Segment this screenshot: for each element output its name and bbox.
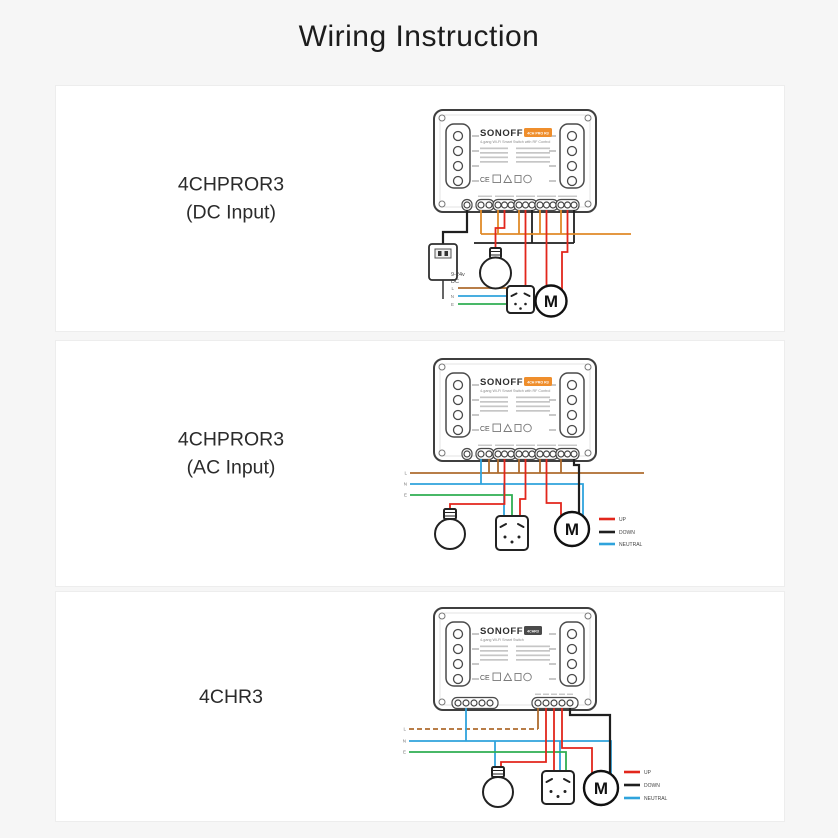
earth-label: E	[451, 302, 454, 307]
black-down-wires	[572, 459, 581, 513]
right-button-panel	[549, 621, 585, 687]
neutral-label: N	[451, 294, 454, 299]
corner-screws	[438, 114, 592, 208]
live-brown-wires	[410, 459, 644, 474]
model-badge-text: 4CHR3	[527, 629, 539, 633]
model-label-dc: 4CHPROR3 (DC Input)	[96, 170, 366, 227]
corner-screws	[438, 363, 592, 457]
motor: M	[553, 510, 591, 548]
motor: M	[582, 769, 620, 807]
svg-text:CE: CE	[480, 177, 490, 184]
wiring-diagram-4chr3: SONOFF 4CHR3 4-gang Wi-Fi Smart Switch C…	[403, 607, 668, 808]
earth-label: E	[404, 493, 407, 498]
device-4chpror3: SONOFF 4CH PRO R3 4-gang Wi-Fi Smart Swi…	[433, 109, 597, 213]
lne-labels: L N E	[404, 471, 408, 498]
adapter-dc-label: DC	[451, 279, 459, 285]
legend-down-label: DOWN	[619, 530, 635, 536]
motor-label: M	[544, 292, 558, 311]
neutral-label: N	[403, 739, 406, 744]
model-name: 4CHPROR3	[177, 173, 285, 196]
wire-legend: UP DOWN NEUTRAL	[599, 517, 643, 548]
neutral-blue-wires	[409, 708, 612, 775]
legend-neutral-label: NEUTRAL	[619, 542, 643, 548]
brand-text: SONOFF	[480, 377, 523, 388]
terminal-strip	[461, 444, 580, 461]
motor: M	[534, 284, 568, 318]
model-badge	[524, 377, 552, 386]
motor-label: M	[565, 520, 579, 539]
live-label: L	[404, 471, 407, 476]
model-badge-text: 4CH PRO R3	[527, 131, 549, 135]
right-button-panel	[549, 123, 585, 189]
terminal-strip	[451, 693, 579, 710]
light-bulb	[434, 508, 466, 550]
light-bulb	[479, 247, 512, 290]
left-button-panel	[445, 372, 479, 438]
live-brown-wires	[409, 708, 539, 730]
terminal-strip	[461, 195, 580, 212]
model-badge	[524, 626, 542, 635]
dc-input-black-wires	[441, 210, 575, 244]
light-bulb	[482, 766, 514, 808]
live-label: L	[451, 286, 454, 291]
model-name: 4CHPROR3	[177, 428, 285, 451]
device-subtitle: 4-gang Wi-Fi Smart Switch	[480, 638, 524, 642]
earth-green-wires	[410, 494, 513, 516]
svg-text:CE: CE	[480, 426, 490, 433]
motor-label: M	[594, 779, 608, 798]
svg-text:CE: CE	[480, 675, 490, 682]
corner-screws	[438, 612, 592, 706]
red-output-wires	[494, 210, 569, 290]
legend-down-label: DOWN	[644, 783, 660, 789]
brand-text: SONOFF	[480, 128, 523, 139]
device-4chr3: SONOFF 4CHR3 4-gang Wi-Fi Smart Switch C…	[433, 607, 597, 711]
red-up-wires	[449, 459, 562, 517]
earth-label: E	[403, 750, 406, 755]
orange-wires	[480, 210, 631, 235]
model-badge	[524, 128, 552, 137]
brand-text: SONOFF	[480, 626, 523, 637]
wall-socket	[541, 770, 575, 805]
section-card-dc: 4CHPROR3 (DC Input)	[55, 85, 785, 332]
left-button-panel	[445, 621, 479, 687]
spec-text-lines	[480, 396, 550, 412]
lne-labels: L N E	[403, 727, 407, 755]
adapter-voltage-label: 9-24v	[451, 272, 465, 278]
earth-green-wires	[409, 751, 567, 771]
wall-socket	[506, 285, 535, 314]
live-label: L	[403, 727, 406, 732]
page-title: Wiring Instruction	[298, 20, 540, 53]
right-button-panel	[549, 372, 585, 438]
wire-legend: UP DOWN NEUTRAL	[624, 770, 668, 802]
legend-neutral-label: NEUTRAL	[644, 796, 668, 802]
red-up-wires	[500, 708, 593, 774]
wall-socket	[495, 515, 529, 551]
legend-up-label: UP	[644, 770, 652, 776]
model-label-ac: 4CHPROR3 (AC Input)	[96, 425, 366, 482]
certification-marks: CE	[480, 672, 532, 682]
model-variant: (AC Input)	[186, 456, 276, 479]
certification-marks: CE	[480, 423, 532, 433]
wiring-diagram-dc: SONOFF 4CH PRO R3 4-gang Wi-Fi Smart Swi…	[428, 109, 631, 318]
model-name: 4CHR3	[199, 686, 263, 709]
dc-adapter: 9-24v DC	[428, 243, 465, 299]
section-card-ac: 4CHPROR3 (AC Input)	[55, 340, 785, 587]
model-variant: (DC Input)	[186, 201, 276, 224]
left-button-panel	[445, 123, 479, 189]
spec-text-lines	[480, 147, 550, 163]
certification-marks: CE	[480, 174, 532, 184]
device-subtitle: 4-gang Wi-Fi Smart Switch with RF Contro…	[480, 389, 550, 393]
model-label-4chr3: 4CHR3	[96, 683, 366, 711]
neutral-label: N	[404, 482, 407, 487]
black-down-wires	[568, 708, 612, 774]
legend-up-label: UP	[619, 517, 627, 523]
wiring-diagram-ac: SONOFF 4CH PRO R3 4-gang Wi-Fi Smart Swi…	[404, 358, 644, 551]
neutral-blue-wires	[410, 459, 584, 516]
device-subtitle: 4-gang Wi-Fi Smart Switch with RF Contro…	[480, 140, 550, 144]
model-badge-text: 4CH PRO R3	[527, 380, 549, 384]
device-4chpror3: SONOFF 4CH PRO R3 4-gang Wi-Fi Smart Swi…	[433, 358, 597, 462]
section-card-4chr3: 4CHR3 SONOFF	[55, 591, 785, 822]
spec-text-lines	[480, 645, 550, 661]
